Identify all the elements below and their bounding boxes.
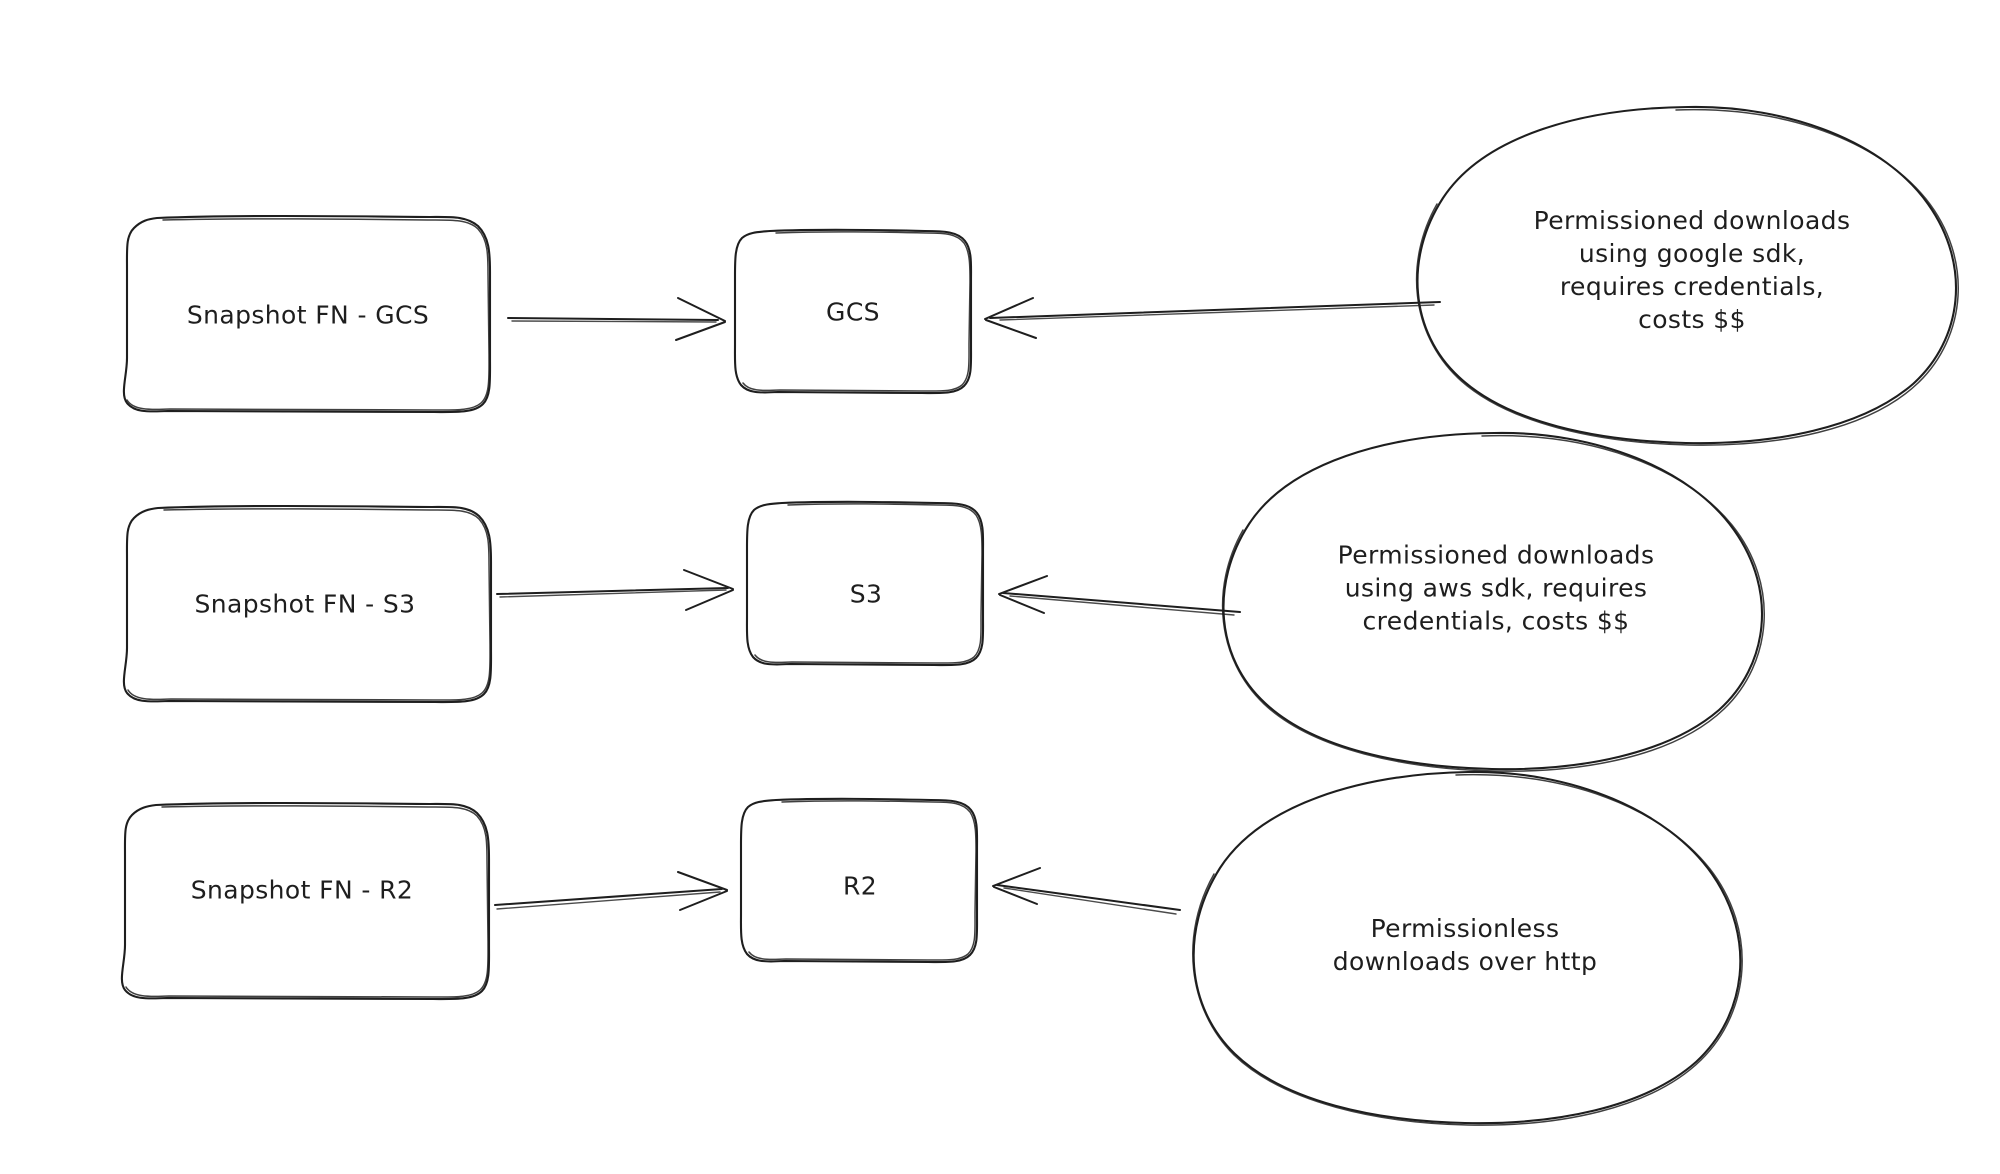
arrow-note-r2-to-r2 <box>992 867 1181 915</box>
node-s3-store[interactable] <box>745 500 985 667</box>
arrow-snapshot-fn-r2-to-r2 <box>494 871 728 911</box>
node-snapshot-fn-r2[interactable] <box>120 801 491 1001</box>
node-r2-store[interactable] <box>739 797 979 964</box>
note-gcs-ellipse[interactable] <box>1415 105 1959 446</box>
note-r2-ellipse[interactable] <box>1192 770 1743 1126</box>
arrow-snapshot-fn-gcs-to-gcs <box>507 297 726 341</box>
node-snapshot-fn-s3[interactable] <box>122 504 493 704</box>
arrow-note-gcs-to-gcs <box>984 297 1441 339</box>
note-s3-ellipse[interactable] <box>1221 431 1765 772</box>
node-snapshot-fn-gcs[interactable] <box>122 214 492 414</box>
node-gcs-store[interactable] <box>733 228 973 395</box>
arrow-snapshot-fn-s3-to-s3 <box>496 569 734 611</box>
arrow-note-s3-to-s3 <box>998 575 1241 616</box>
